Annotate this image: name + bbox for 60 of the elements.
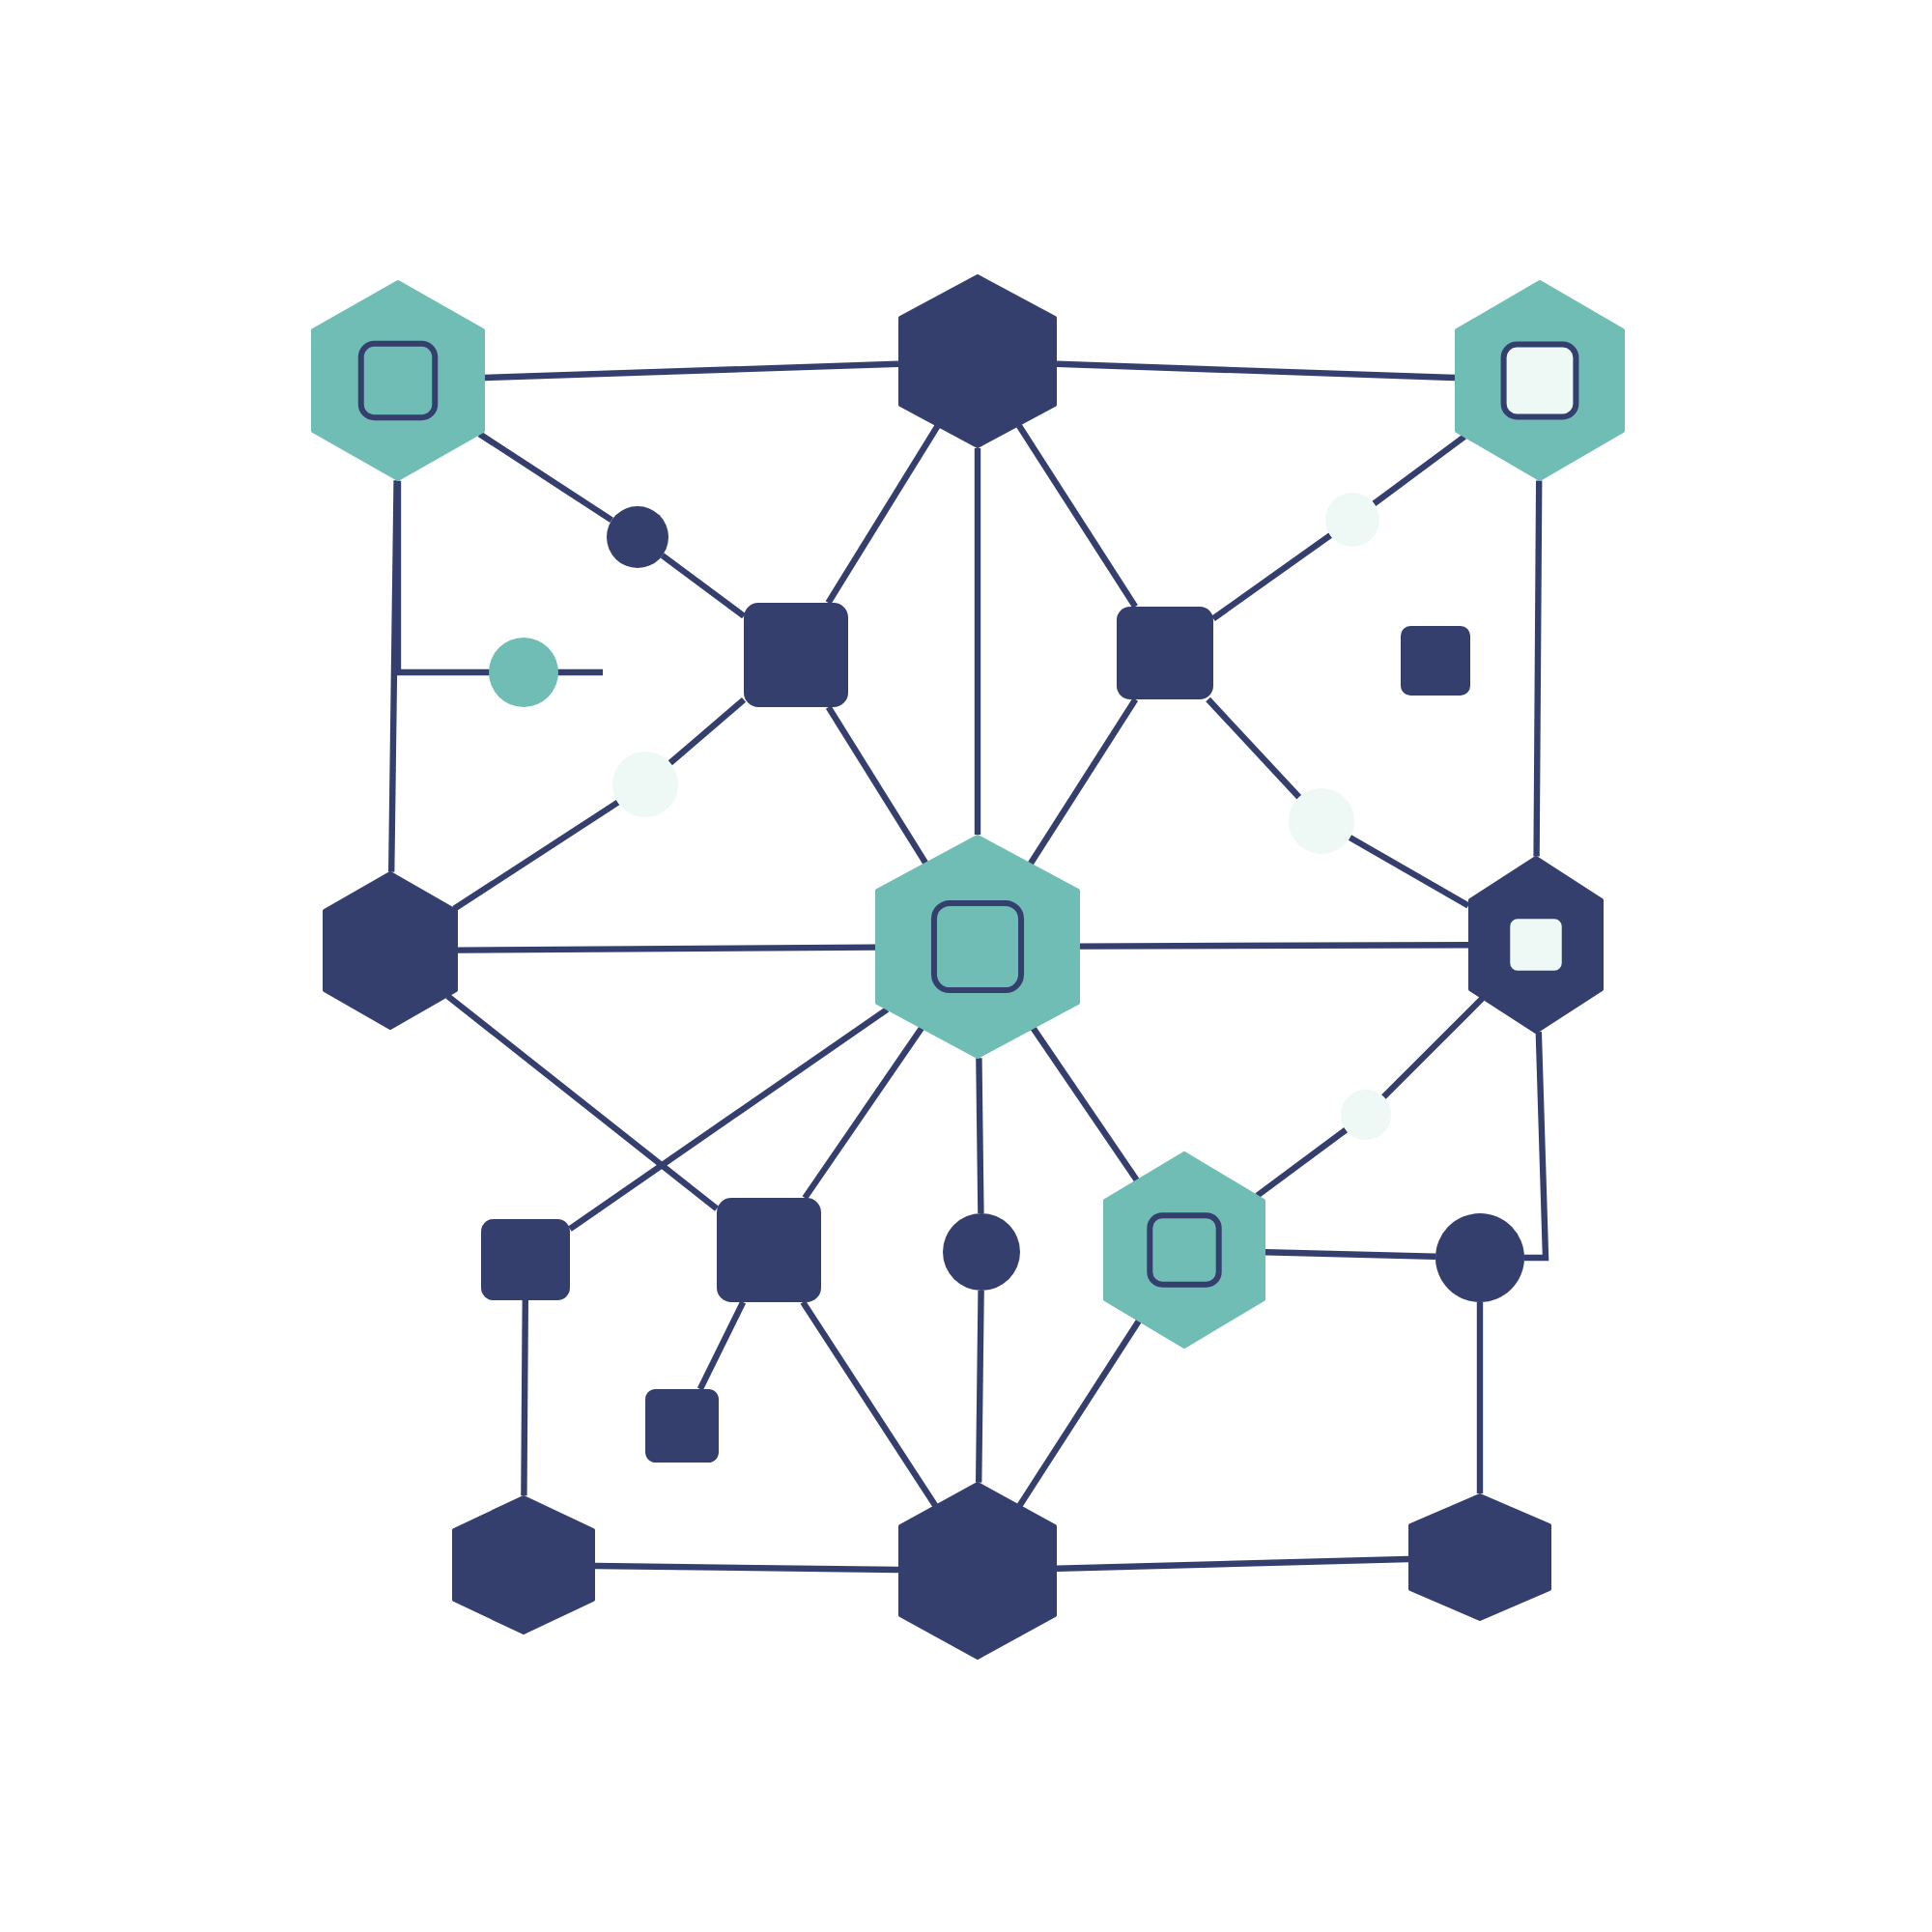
square-node <box>481 1219 570 1300</box>
connector-line <box>568 1007 890 1232</box>
connector-line <box>1016 423 1138 609</box>
connector-line <box>976 1058 984 1214</box>
hexagon-node <box>875 835 1080 1059</box>
connector-line <box>802 1026 924 1200</box>
connector-line <box>477 431 613 524</box>
connector-line <box>1016 1319 1142 1508</box>
connector-line <box>1056 360 1456 382</box>
connector-line <box>521 1299 528 1496</box>
connector-line <box>1476 1302 1484 1493</box>
connector-line <box>1372 434 1466 506</box>
connector-line <box>1080 942 1468 950</box>
connector-line <box>668 696 747 766</box>
connector-line <box>1524 1032 1549 1262</box>
connector-line <box>594 1562 899 1574</box>
circle-node <box>612 752 678 817</box>
square-node <box>717 1198 821 1302</box>
circle-node <box>489 638 558 707</box>
circle-node <box>1325 493 1379 547</box>
connector-line <box>1264 1249 1436 1260</box>
connector-line <box>1533 480 1543 857</box>
connector-line <box>696 1300 747 1391</box>
connector-line <box>452 799 620 912</box>
circle-node <box>1341 1090 1391 1140</box>
connector-line <box>388 480 400 872</box>
connector-line <box>976 1290 984 1483</box>
connector-line <box>1030 1026 1140 1182</box>
circle-node <box>1289 788 1354 854</box>
connector-line <box>825 424 941 605</box>
hexagon-node <box>1103 1151 1265 1349</box>
hexagon-node <box>1468 856 1604 1034</box>
connector-line <box>1348 835 1470 909</box>
connector-line <box>800 1300 938 1508</box>
square-node <box>645 1389 719 1463</box>
hexagon-node <box>1455 280 1625 481</box>
hexagon-node <box>311 280 485 481</box>
connector-line <box>974 448 981 835</box>
connector-line <box>1206 696 1302 800</box>
connector-line <box>484 360 899 382</box>
connector-line <box>445 993 719 1211</box>
connector-line <box>825 705 928 866</box>
connector-line <box>457 944 876 953</box>
circle-node <box>943 1213 1020 1291</box>
connector-line <box>1211 532 1333 621</box>
circle-node <box>607 506 668 568</box>
connector-line <box>1255 1127 1349 1199</box>
hexagon-node <box>898 1482 1057 1660</box>
circle-node <box>1435 1213 1524 1302</box>
hexagon-node <box>1408 1493 1551 1621</box>
connector-line <box>1381 996 1485 1099</box>
hexagon-node <box>323 871 458 1030</box>
square-node <box>1117 607 1213 699</box>
connector-line <box>1028 697 1139 866</box>
hexagon-node <box>898 274 1057 448</box>
square-node <box>744 603 848 707</box>
connector-line <box>1056 1555 1409 1572</box>
square-node <box>1401 626 1470 696</box>
connector-line <box>660 553 746 619</box>
hexagon-node <box>452 1495 595 1634</box>
